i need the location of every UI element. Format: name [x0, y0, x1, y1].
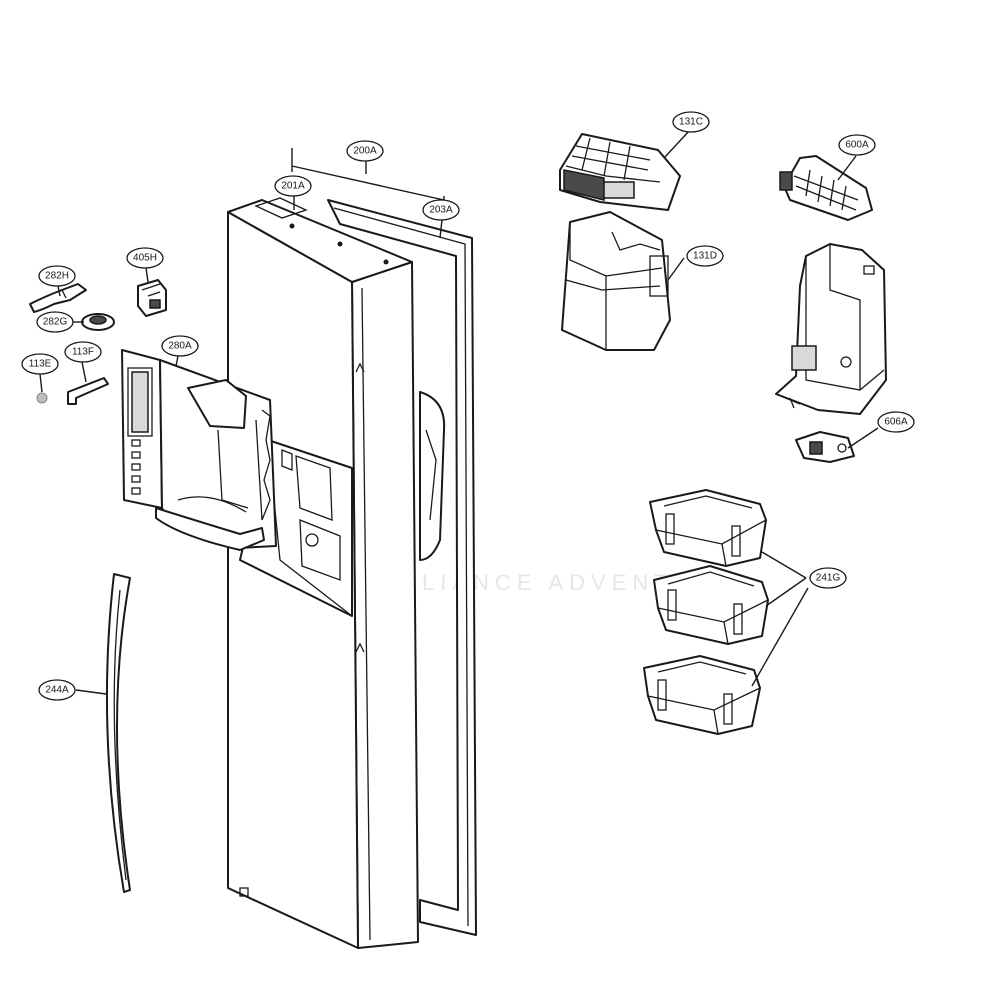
ice-bin-cover: [559, 133, 681, 211]
switch-bracket-282h: [29, 283, 87, 313]
callout-282H: 282H: [38, 265, 76, 287]
door-bin-middle: [653, 565, 769, 645]
callout-label: 282G: [43, 317, 68, 328]
auger-motor: [795, 431, 855, 463]
callout-label: 131D: [693, 251, 717, 262]
callout-405H: 405H: [126, 247, 164, 269]
callout-label: 282H: [45, 271, 69, 282]
callout-label: 606A: [884, 417, 908, 428]
door-handle: [105, 573, 131, 893]
door-gasket: [327, 199, 477, 936]
callout-203A: 203A: [422, 199, 460, 221]
callout-label: 244A: [45, 685, 69, 696]
callout-label: 200A: [353, 146, 377, 157]
callout-label: 405H: [133, 253, 157, 264]
callout-606A: 606A: [877, 411, 915, 433]
dispenser-cover: [121, 349, 277, 551]
callout-282G: 282G: [36, 311, 74, 333]
callout-600A: 600A: [838, 134, 876, 156]
callout-label: 131C: [679, 117, 703, 128]
bracket-113f: [67, 377, 109, 405]
callout-label: 203A: [429, 205, 453, 216]
motor-405h: [137, 279, 167, 317]
callout-label: 600A: [845, 140, 869, 151]
callout-131C: 131C: [672, 111, 710, 133]
switch-282g: [81, 313, 115, 331]
callout-113E: 113E: [21, 353, 59, 375]
callout-label: 241G: [816, 573, 841, 584]
callout-244A: 244A: [38, 679, 76, 701]
door-bin-bottom: [643, 655, 761, 735]
callout-200A: 200A: [346, 140, 384, 162]
callout-280A: 280A: [161, 335, 199, 357]
screw-113e: [36, 392, 48, 404]
callout-201A: 201A: [274, 175, 312, 197]
callout-241G: 241G: [809, 567, 847, 589]
leader-lines: [39, 129, 879, 695]
callout-label: 113F: [72, 347, 94, 358]
ice-maker: [779, 155, 873, 221]
callout-label: 201A: [281, 181, 305, 192]
callout-label: 113E: [29, 359, 52, 370]
callout-label: 280A: [168, 341, 192, 352]
callout-131D: 131D: [686, 245, 724, 267]
door-bin-top: [649, 489, 767, 567]
ice-bin: [561, 211, 671, 351]
callout-113F: 113F: [64, 341, 102, 363]
ice-maker-housing: [775, 243, 887, 415]
